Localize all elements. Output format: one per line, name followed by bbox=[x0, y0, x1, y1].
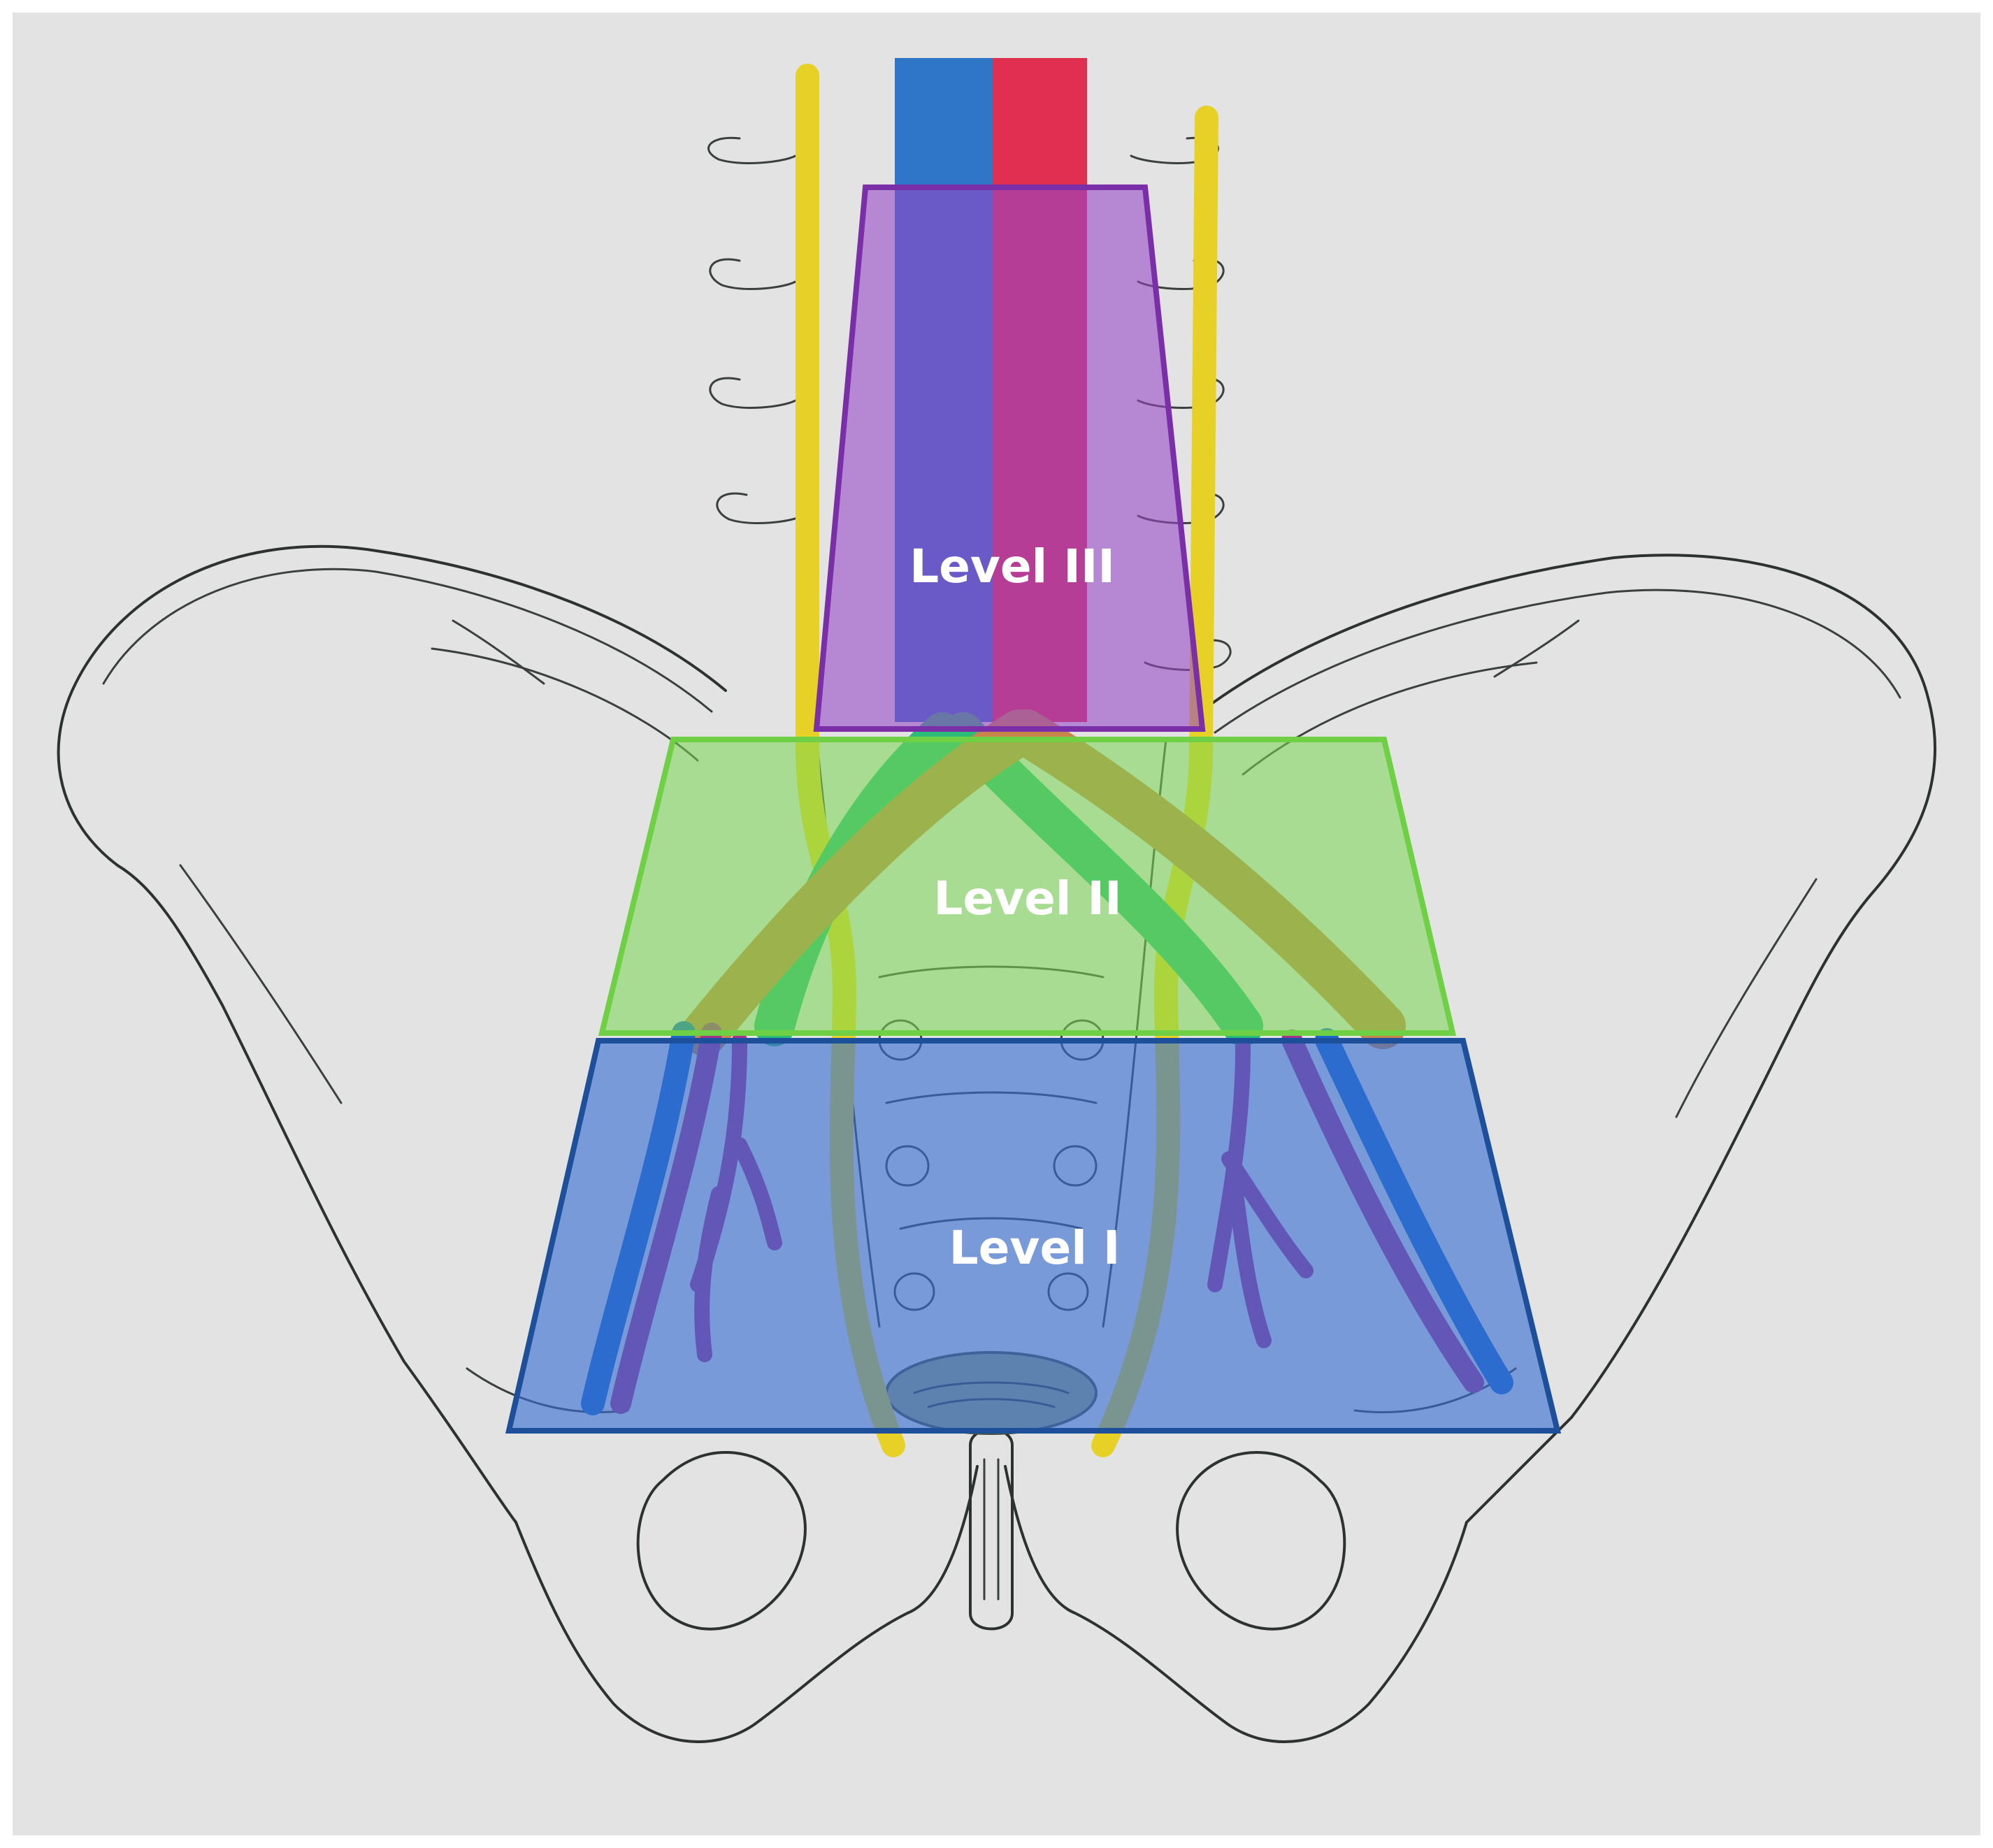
diagram-canvas: Level III Level II Level I bbox=[13, 13, 1980, 1835]
level-i-label: Level I bbox=[949, 1221, 1121, 1275]
level-i-region bbox=[505, 1038, 1562, 1434]
level-ii-zone: Level II bbox=[598, 737, 1457, 1036]
level-ii-label: Level II bbox=[933, 872, 1121, 925]
level-ii-region bbox=[598, 737, 1457, 1036]
level-iii-region bbox=[813, 185, 1206, 732]
level-iii-label: Level III bbox=[909, 540, 1115, 593]
level-iii-zone: Level III bbox=[813, 185, 1206, 732]
level-i-zone: Level I bbox=[505, 1038, 1562, 1434]
pelvis-illustration: Level III Level II Level I bbox=[57, 58, 1937, 1743]
